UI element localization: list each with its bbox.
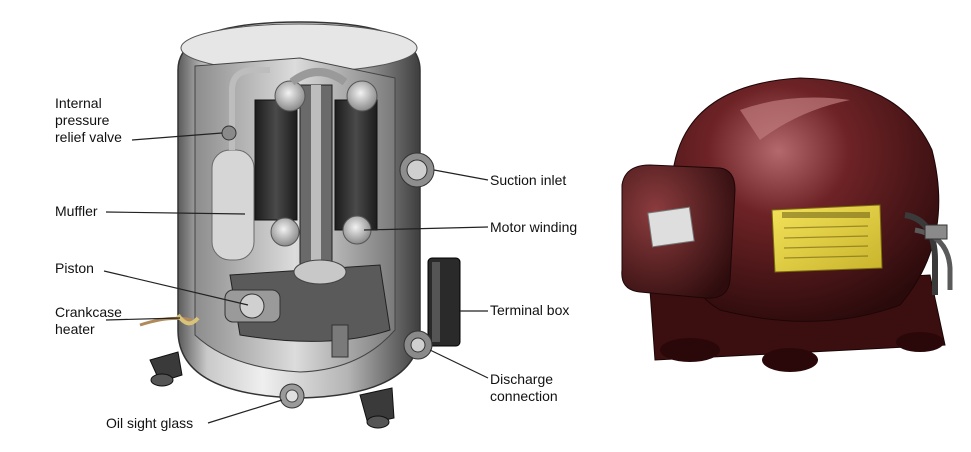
label-oil-sight-glass: Oil sight glass — [106, 415, 194, 431]
piston-head — [239, 293, 265, 319]
leader-suction-inlet — [433, 169, 489, 181]
photo-pipe-2 — [914, 227, 953, 290]
label-terminal-box: Terminal box — [490, 302, 570, 318]
leader-lines — [103, 132, 489, 424]
photo-small-sticker — [647, 206, 695, 248]
label-crankcase-heater: Crankcase heater — [55, 304, 122, 337]
foot-front-bolt — [366, 415, 390, 429]
leader-piston — [103, 270, 249, 306]
heater-coil — [176, 313, 200, 326]
foot-left-bolt — [150, 373, 174, 387]
photo-pipe-cap — [924, 224, 948, 240]
leader-relief-valve — [131, 132, 223, 141]
winding-coil-bottom-left — [270, 217, 300, 247]
discharge-fitting-bore — [410, 337, 426, 353]
label-piston: Piston — [55, 260, 94, 276]
label-muffler: Muffler — [55, 203, 98, 219]
winding-coil-top-left — [274, 80, 306, 112]
leader-crankcase-heater — [105, 317, 181, 321]
label-motor-winding: Motor winding — [490, 219, 578, 235]
photo-label-lines — [783, 225, 869, 259]
leader-muffler — [105, 211, 246, 215]
stator-left — [254, 99, 298, 221]
leader-oil-sight-glass — [207, 399, 283, 424]
terminal-box-edge — [432, 262, 440, 342]
muffler-body — [211, 149, 255, 261]
photo-highlight — [740, 97, 850, 140]
discharge-tube — [229, 67, 270, 150]
photo-foot-3 — [896, 332, 944, 352]
oil-sight-glass-window — [285, 389, 299, 403]
photo-label-band — [782, 212, 870, 218]
leader-motor-winding — [363, 226, 489, 231]
leader-discharge-connection — [429, 349, 489, 379]
label-discharge-connection: Discharge connection — [490, 371, 558, 404]
suction-fitting-bore — [406, 159, 428, 181]
cutaway-compressor — [139, 21, 461, 429]
label-suction-inlet: Suction inlet — [490, 172, 567, 188]
foot-front — [359, 387, 395, 425]
shaft-highlight — [311, 85, 321, 285]
stator-right — [334, 99, 378, 231]
crank-bearing — [293, 259, 347, 285]
photo-foot-1 — [660, 338, 720, 362]
photo-rating-label — [771, 204, 883, 273]
winding-coil-top-right — [346, 80, 378, 112]
compressor-photo — [621, 77, 953, 372]
relief-valve — [221, 125, 237, 141]
label-internal-pressure-relief-valve: Internal pressure relief valve — [55, 95, 122, 145]
end-turn-top — [289, 68, 348, 86]
spring-mount — [331, 324, 349, 358]
photo-foot-2 — [762, 348, 818, 372]
